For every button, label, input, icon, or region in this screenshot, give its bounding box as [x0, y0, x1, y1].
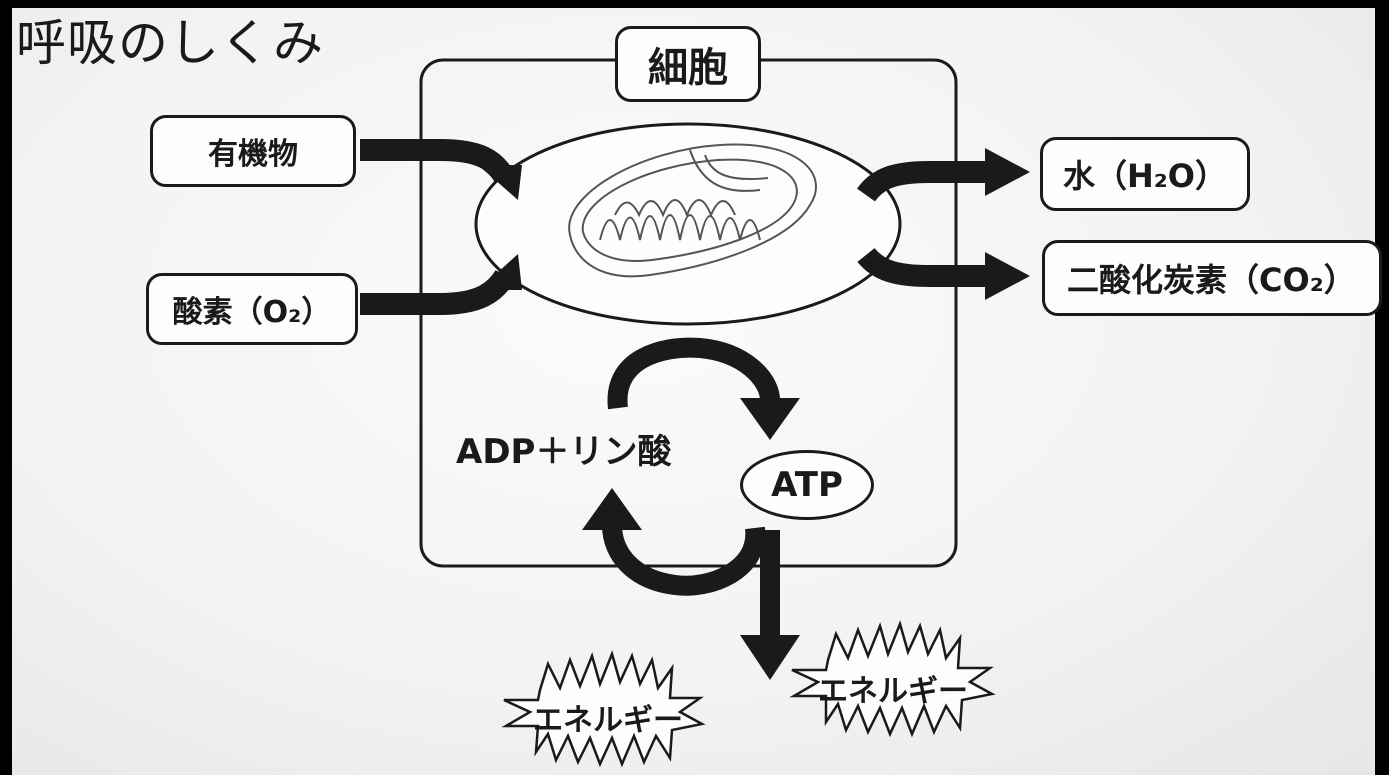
energy-burst-left — [501, 650, 706, 768]
input-arrow-oxygen — [360, 254, 522, 315]
output-arrow-water — [857, 148, 1030, 202]
input-arrow-organic — [360, 139, 522, 200]
energy-release-arrow — [740, 530, 800, 680]
output-carbon-dioxide: 二酸化炭素（CO₂） — [1042, 240, 1382, 316]
frame-edge-left — [0, 0, 12, 775]
frame-edge-top — [0, 0, 1389, 8]
energy-burst-right — [789, 620, 996, 738]
frame-edge-right — [1375, 0, 1389, 775]
cell-label: 細胞 — [615, 26, 761, 102]
input-oxygen: 酸素（O₂） — [146, 273, 358, 345]
energy-label-left: エネルギー — [533, 703, 683, 738]
mitochondrion-outer — [474, 122, 902, 326]
adp-phosphate-label: ADP＋リン酸 — [456, 432, 672, 472]
output-water: 水（H₂O） — [1040, 137, 1250, 211]
output-arrow-co2 — [857, 247, 1030, 300]
atp-label: ATP — [740, 450, 874, 520]
diagram-title: 呼吸のしくみ — [16, 14, 324, 72]
cycle-arrow-synthesis — [607, 337, 800, 440]
mitochondrion-icon — [568, 143, 817, 278]
energy-label-right: エネルギー — [818, 674, 968, 709]
cycle-arrow-hydrolysis — [582, 488, 766, 596]
input-organic-matter: 有機物 — [150, 115, 356, 187]
